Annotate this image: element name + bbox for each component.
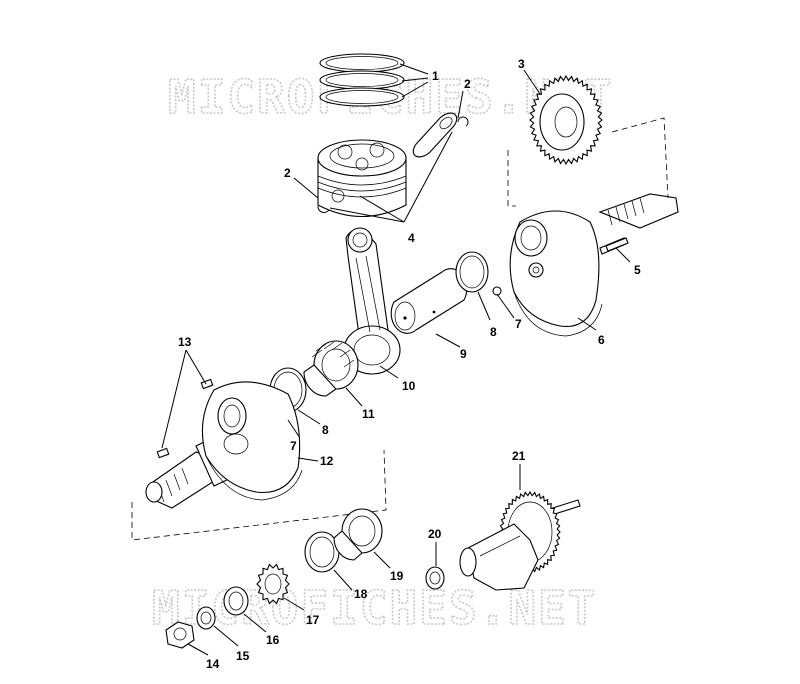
main-bearing bbox=[333, 508, 383, 561]
piston-pin-clip-right bbox=[457, 116, 469, 127]
washer bbox=[196, 606, 216, 630]
gear-guide-dashed bbox=[507, 117, 669, 207]
balancer-washer bbox=[425, 566, 445, 590]
watermark-bottom: MICROFICHES.NET bbox=[152, 581, 597, 635]
callout-8-left: 8 bbox=[322, 423, 329, 437]
callout-17: 17 bbox=[306, 613, 320, 627]
callout-2-left: 2 bbox=[284, 166, 291, 180]
crankshaft-right-half bbox=[509, 193, 679, 337]
callout-2-top: 2 bbox=[464, 77, 471, 91]
balancer-shaft bbox=[459, 490, 581, 591]
callout-16: 16 bbox=[266, 633, 280, 647]
key-lower bbox=[156, 447, 170, 459]
callout-7-left: 7 bbox=[290, 439, 297, 453]
callout-20: 20 bbox=[428, 527, 442, 541]
piston-pin bbox=[412, 112, 458, 158]
crank-pin bbox=[390, 268, 468, 334]
woodruff-key bbox=[605, 237, 629, 252]
sprocket bbox=[256, 563, 290, 605]
callout-6: 6 bbox=[598, 333, 605, 347]
callout-15: 15 bbox=[236, 649, 250, 663]
callout-5: 5 bbox=[634, 263, 641, 277]
ring-right bbox=[492, 286, 502, 296]
callout-4: 4 bbox=[408, 231, 415, 245]
callout-3: 3 bbox=[518, 57, 525, 71]
callout-18: 18 bbox=[354, 587, 368, 601]
drive-gear-top bbox=[529, 74, 603, 166]
lock-washer bbox=[223, 586, 249, 616]
callout-8-right: 8 bbox=[490, 325, 497, 339]
piston-rings bbox=[319, 53, 405, 107]
needle-bearing bbox=[303, 340, 359, 397]
callout-7-right: 7 bbox=[515, 317, 522, 331]
shaft-guide-dashed bbox=[131, 449, 387, 541]
callout-21: 21 bbox=[512, 449, 526, 463]
crankshaft-left-half bbox=[145, 381, 303, 509]
callout-13: 13 bbox=[178, 335, 192, 349]
callout-14: 14 bbox=[206, 657, 220, 671]
callout-1: 1 bbox=[432, 69, 439, 83]
thrust-washer-right bbox=[455, 251, 489, 293]
callout-19: 19 bbox=[390, 569, 404, 583]
nut bbox=[165, 621, 195, 649]
callout-12: 12 bbox=[320, 454, 334, 468]
callout-labels: 1 2 2 3 4 5 6 7 8 9 10 11 8 7 12 13 14 1… bbox=[178, 57, 641, 671]
callout-11: 11 bbox=[362, 407, 375, 421]
callout-9: 9 bbox=[460, 347, 467, 361]
piston bbox=[317, 139, 407, 218]
callout-10: 10 bbox=[402, 379, 416, 393]
leader-lines bbox=[161, 63, 631, 656]
key-upper bbox=[200, 378, 214, 390]
